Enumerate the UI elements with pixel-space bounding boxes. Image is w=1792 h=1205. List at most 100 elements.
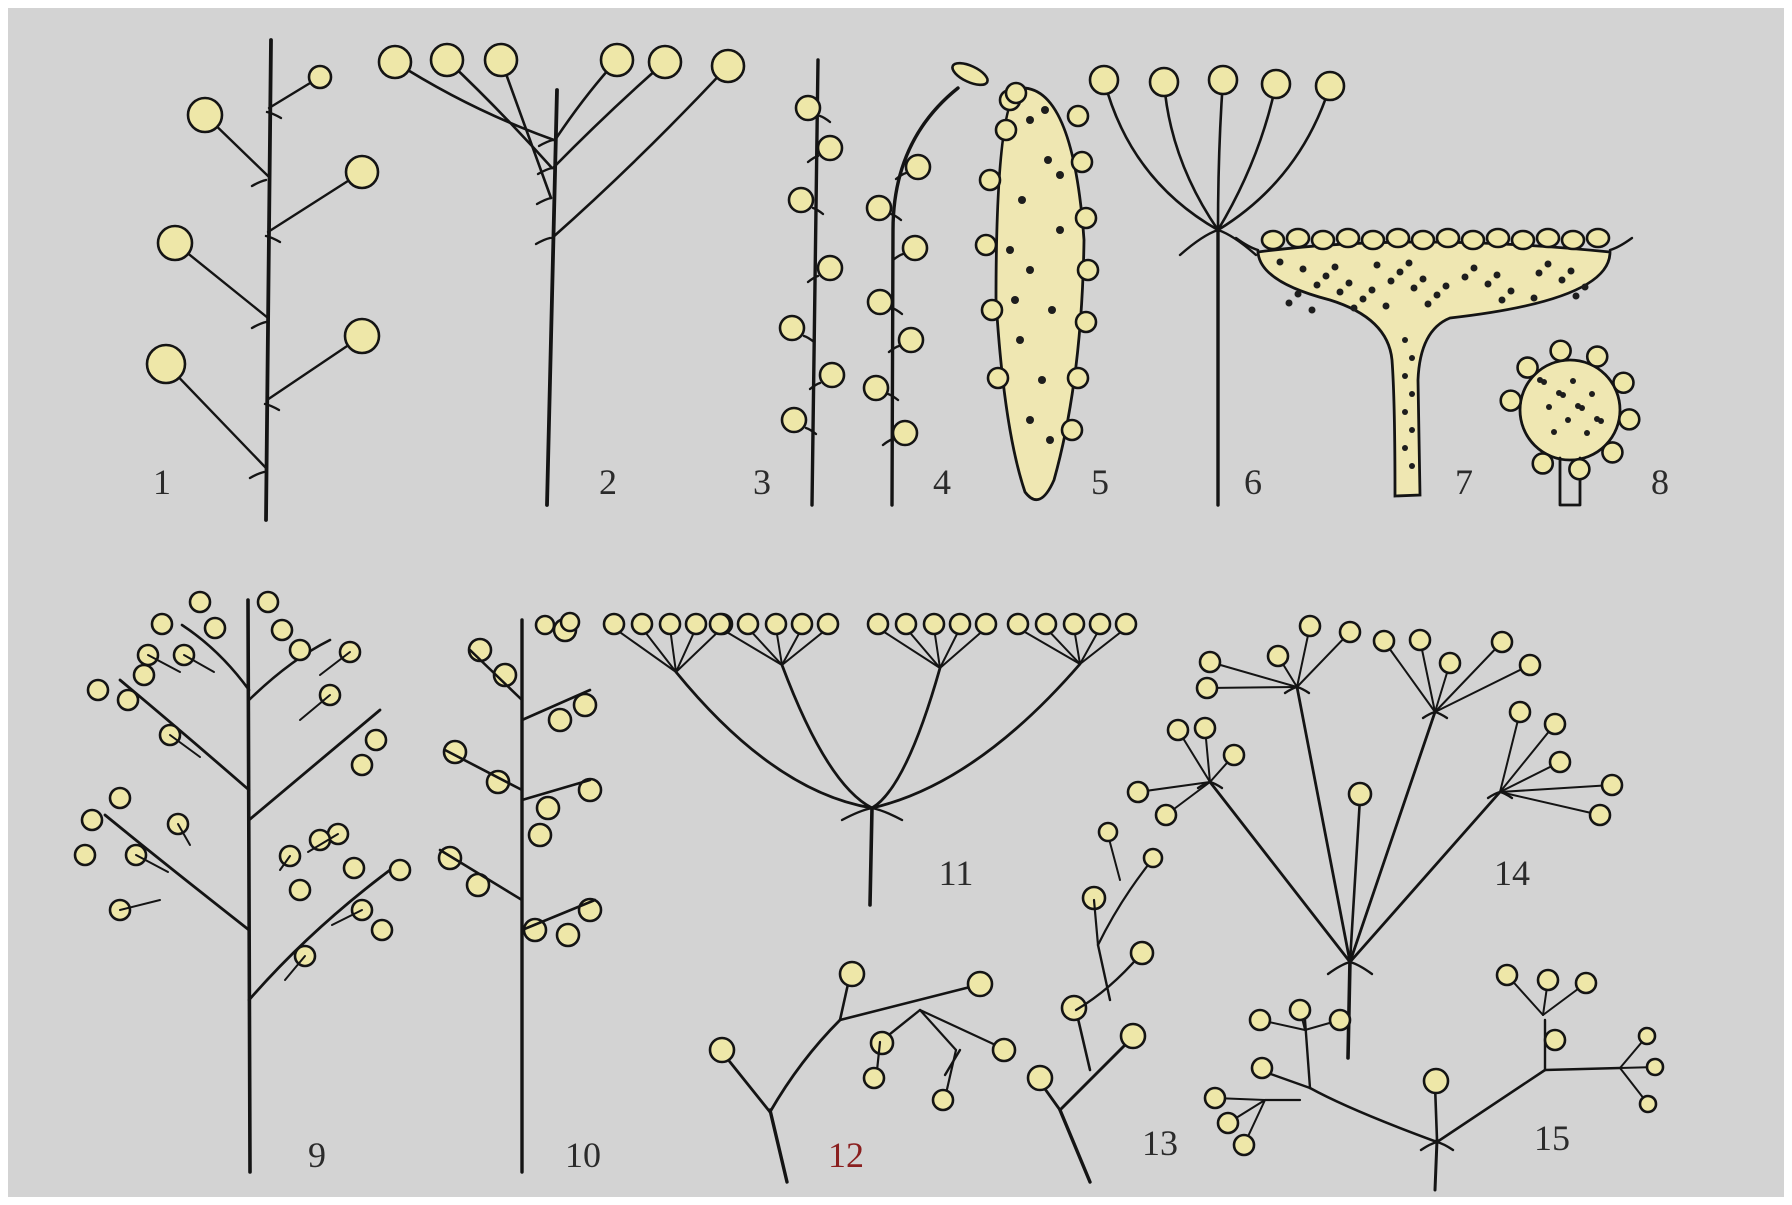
round-head-diagram [1501,341,1640,505]
flower [1008,614,1028,634]
flower [871,1032,893,1054]
flower [1410,630,1430,650]
flower [118,690,138,710]
flower [372,920,392,940]
fleck [1018,196,1026,204]
bract [1437,1142,1453,1150]
flower [1262,231,1284,249]
flower [864,1068,884,1088]
stem-curve [770,1020,840,1112]
flower [1268,646,1288,666]
fleck [1589,391,1595,397]
raceme-diagram [147,40,379,520]
fleck [1026,266,1034,274]
fleck [1309,307,1316,314]
bract [539,140,553,146]
flower [1234,1135,1254,1155]
flower [75,845,95,865]
flower [366,730,386,750]
label-14-compound-cyme: 14 [1494,852,1530,894]
flower [1068,106,1088,126]
flower [1487,229,1509,247]
flower [982,300,1002,320]
flower [1647,1059,1663,1075]
fleck [1402,373,1408,379]
stem-line [1500,792,1600,815]
fleck [1048,306,1056,314]
flower [1619,409,1639,429]
flower [1316,72,1344,100]
flower [1090,614,1110,634]
flower [1590,805,1610,825]
flower [818,614,838,634]
label-13-monochasium: 13 [1142,1122,1178,1164]
fleck [1499,297,1506,304]
flower [710,614,730,634]
stem-curve [1218,80,1223,230]
flower [996,120,1016,140]
stem-curve [840,985,978,1020]
fleck [1420,276,1427,283]
flower [1551,341,1571,361]
fleck [1406,260,1413,267]
bract [1350,962,1372,974]
fleck [1295,291,1302,298]
flower [1156,805,1176,825]
stem-line [870,808,872,905]
flower [1062,996,1086,1020]
stem-line [920,1010,956,1050]
flower [712,50,744,82]
bract [1180,230,1218,255]
fleck [1300,266,1307,273]
flower [557,924,579,946]
flower [1330,1010,1350,1030]
bract [1218,230,1256,255]
stem-line [1545,1068,1620,1070]
flower [1144,849,1162,867]
fleck [1485,281,1492,288]
flower [1099,823,1117,841]
label-15-dichasium: 15 [1534,1117,1570,1159]
flower [1300,616,1320,636]
flower [899,328,923,352]
flower [1587,229,1609,247]
fleck [1006,246,1014,254]
label-4-catkin: 4 [933,461,951,503]
flower [290,880,310,900]
stem-curve [120,680,249,790]
fleck [1046,436,1054,444]
stem-curve [249,870,390,1000]
fleck [1471,265,1478,272]
fleck [1016,336,1024,344]
flower [1337,229,1359,247]
flower [537,797,559,819]
flower [1006,83,1026,103]
stem-line [812,60,818,505]
flower [82,810,102,830]
stem-curve [1104,80,1218,230]
fleck [1582,284,1589,291]
stem-line [170,735,200,757]
bract [1435,712,1447,718]
flower [1197,678,1217,698]
flower [1492,632,1512,652]
fleck [1388,278,1395,285]
stem-curve [1437,1070,1545,1142]
flower [205,618,225,638]
fleck [1570,378,1576,384]
panicle-diagram [75,592,410,1172]
flower [864,376,888,400]
flower [1168,720,1188,740]
bract [842,808,872,820]
bract [872,808,902,820]
stem-curve [552,66,728,238]
fleck [1409,355,1415,361]
flower [1290,1000,1310,1020]
flower [1374,631,1394,651]
corymb-diagram [379,44,744,505]
flower [1437,229,1459,247]
flower [272,620,292,640]
flower [976,235,996,255]
fleck [1545,261,1552,268]
flower [976,614,996,634]
